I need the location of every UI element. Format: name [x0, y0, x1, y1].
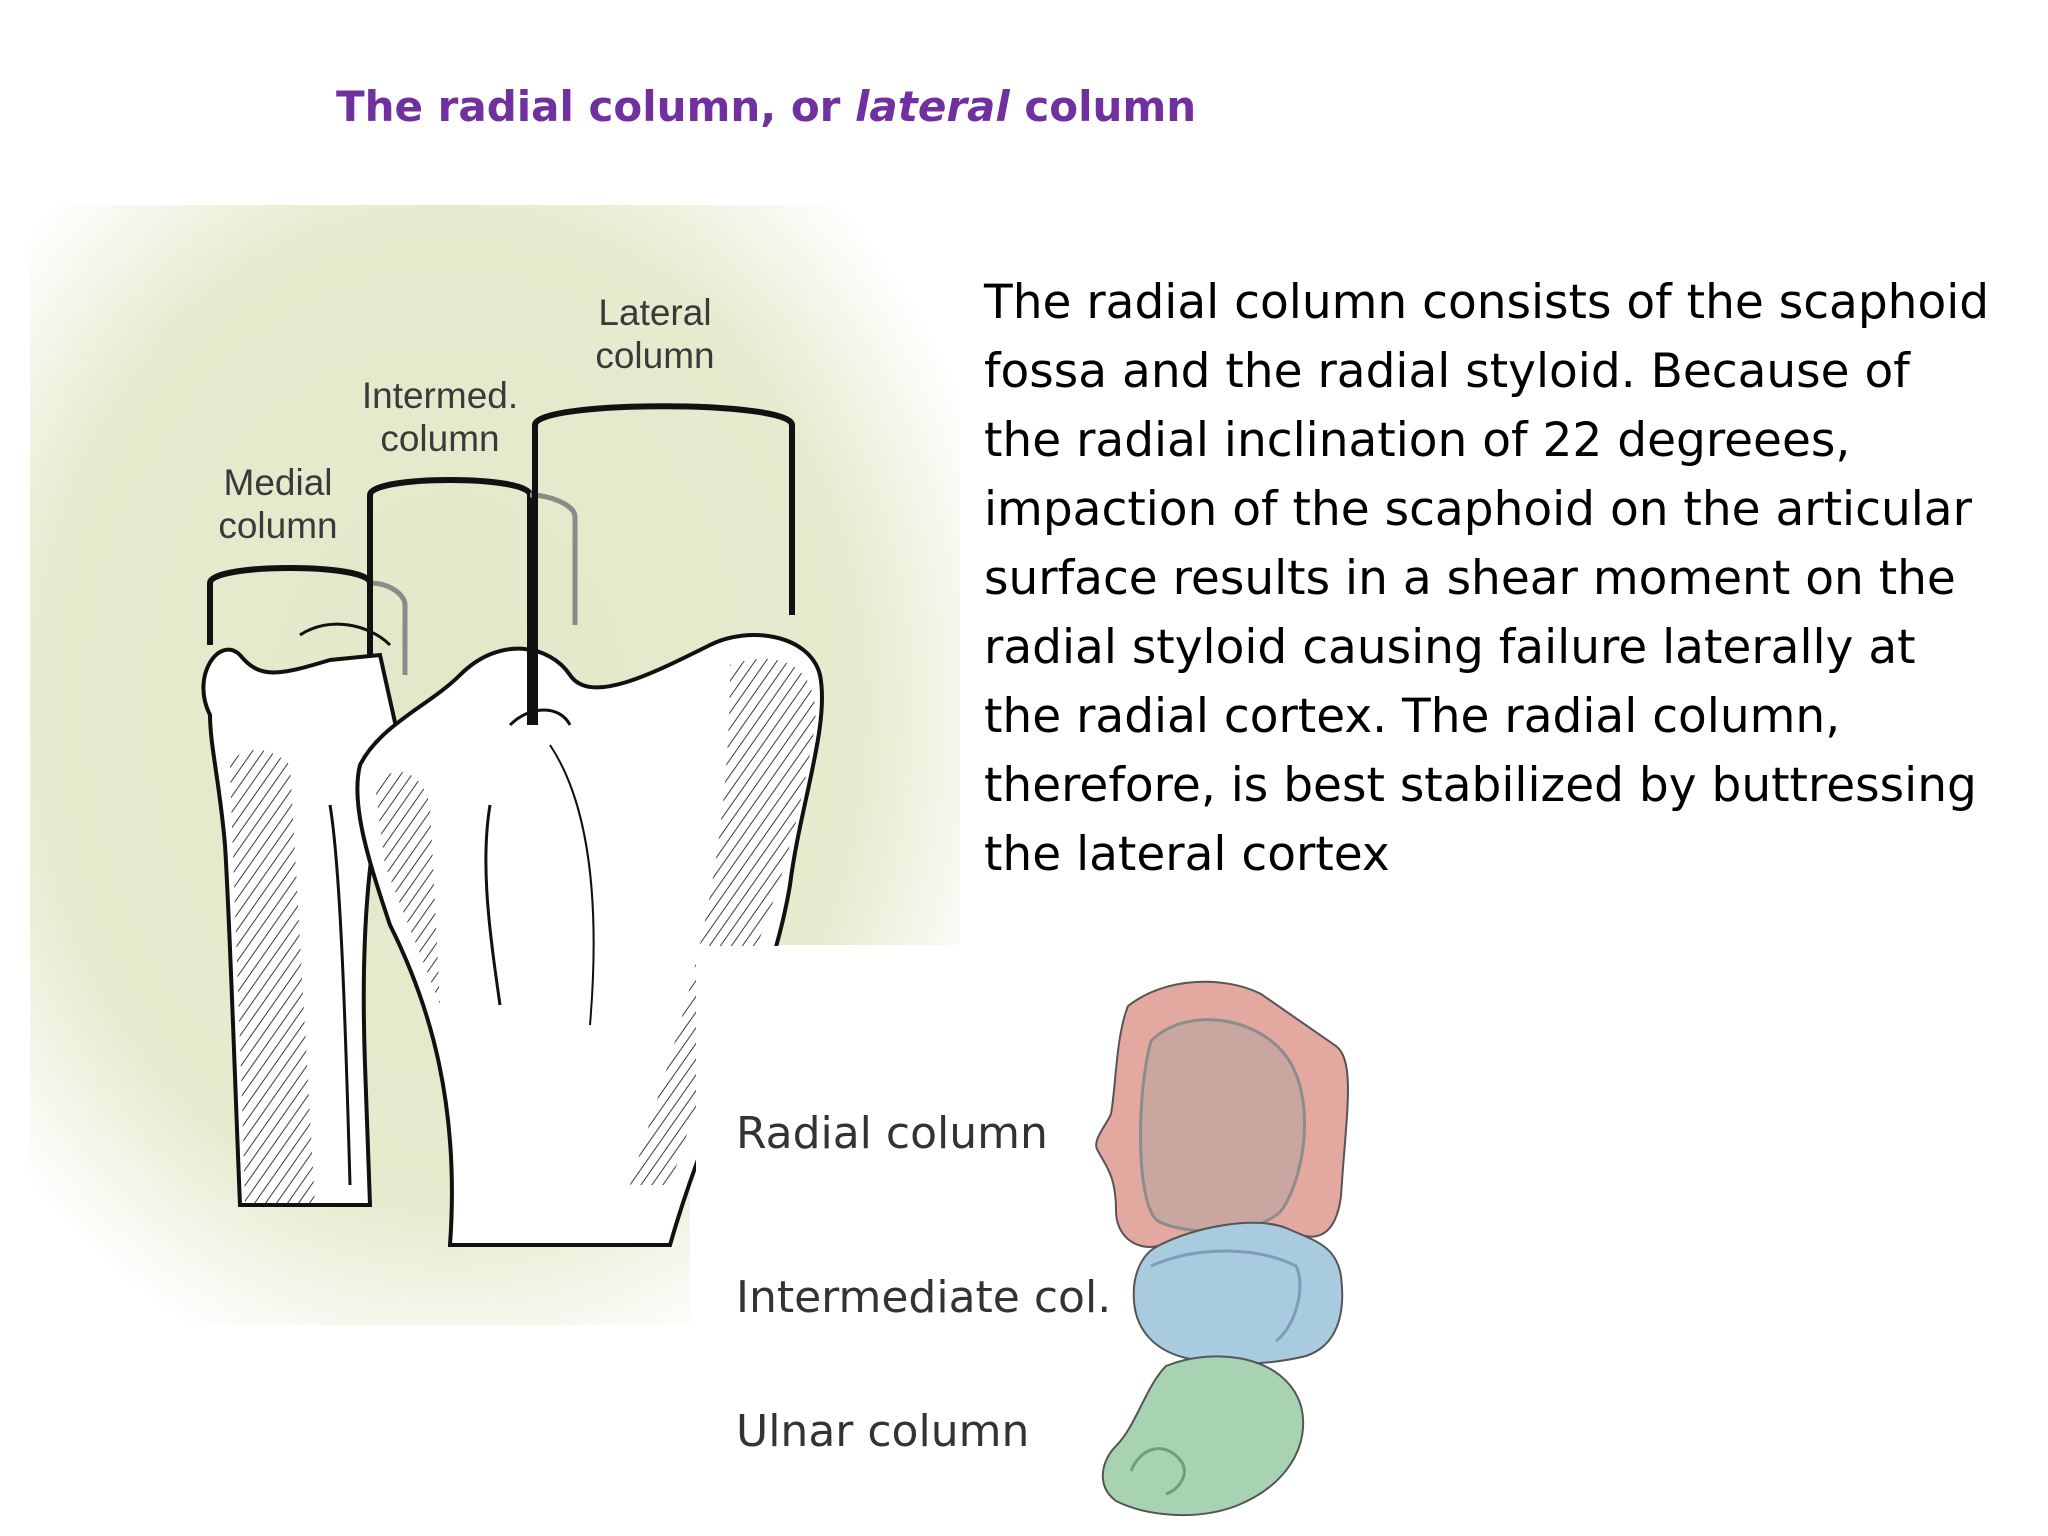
radius-hatching-left — [375, 771, 440, 1005]
lateral-column-label-line2: column — [595, 335, 714, 376]
lateral-column-label-line1: Lateral — [598, 292, 711, 333]
paragraph-line: the radial cortex. The radial column, — [984, 689, 1841, 744]
column-zones-illustration: Radial column Intermediate col. Ulnar co… — [696, 946, 1416, 1536]
intermed-column-label-line2: column — [380, 418, 499, 459]
radial-zone-fossa — [1139, 1018, 1306, 1233]
intermed-column-label-line1: Intermed. — [362, 375, 518, 416]
paragraph-line: therefore, is best stabilized by buttres… — [984, 758, 1977, 813]
paragraph-line: The radial column consists of the scapho… — [984, 275, 1990, 330]
paragraph-line: impaction of the scaphoid on the articul… — [984, 482, 1972, 537]
ulnar-zone-shape — [1101, 1355, 1305, 1517]
paragraph-line: fossa and the radial styloid. Because of — [984, 344, 1910, 399]
ulnar-column-zone-label: Ulnar column — [736, 1406, 1029, 1457]
ulna-hatching — [230, 750, 315, 1205]
radius-hatching-right — [630, 658, 816, 1185]
medial-column-label-line1: Medial — [224, 462, 333, 503]
title-part-2: column — [1009, 82, 1197, 131]
slide-title: The radial column, or lateral column — [336, 82, 1196, 131]
intermediate-zone-shape — [1132, 1221, 1344, 1365]
three-column-illustration: Lateral column Intermed. column Medial c… — [30, 205, 960, 1325]
radial-column-zone-label: Radial column — [736, 1108, 1048, 1159]
paragraph-line: the radial inclination of 22 degreees, — [984, 413, 1851, 468]
title-part-1: The radial column, or — [336, 82, 856, 131]
body-paragraph: The radial column consists of the scapho… — [984, 268, 2004, 889]
paragraph-line: surface results in a shear moment on the — [984, 551, 1956, 606]
intermediate-column-zone-label: Intermediate col. — [736, 1272, 1111, 1323]
paragraph-line: the lateral cortex — [984, 827, 1390, 882]
lateral-column-cylinder — [532, 403, 795, 725]
title-italic: lateral — [855, 82, 1010, 131]
medial-column-label-line2: column — [218, 505, 337, 546]
paragraph-line: radial styloid causing failure laterally… — [984, 620, 1916, 675]
